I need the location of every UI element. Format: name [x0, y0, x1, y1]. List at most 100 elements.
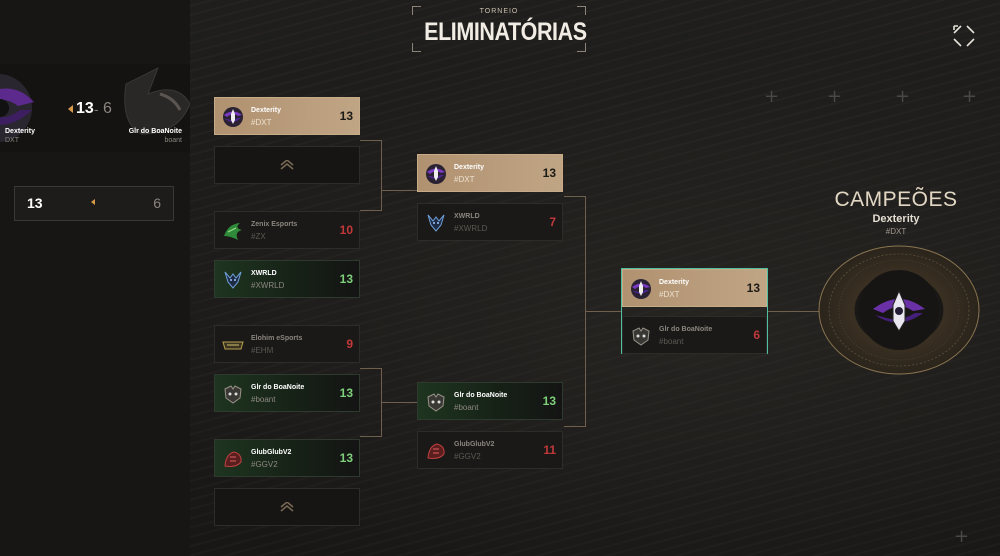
score-box-arrow-icon — [91, 199, 95, 205]
bracket-connector — [381, 402, 417, 403]
team-tag: #boant — [454, 403, 479, 412]
team-name: Zenix Esports — [251, 221, 298, 228]
team-tag: #DXT — [454, 175, 475, 184]
match-summary-card[interactable] — [0, 64, 190, 152]
champion-tag: #DXT — [885, 227, 907, 236]
zenix-logo-icon — [224, 223, 242, 240]
team-name: XWRLD — [454, 213, 480, 220]
elohim-logo-icon — [222, 341, 244, 350]
title-corner — [412, 6, 421, 15]
score-box-b: 6 — [153, 195, 161, 211]
team-score: 13 — [542, 394, 556, 408]
title-corner — [577, 43, 586, 52]
bracket-connector — [564, 196, 586, 197]
team-tag: #GGV2 — [251, 460, 278, 469]
team-tag: #boant — [659, 337, 684, 346]
team-tag: #DXT — [659, 290, 680, 299]
bracket-slot[interactable]: Elohim eSports #EHM 9 — [214, 325, 360, 363]
match-detail-panel: 13 - 6 Dexterity DXT Glr do BoaNoite boa… — [0, 0, 190, 556]
team-score: 7 — [549, 215, 556, 229]
team-tag: #DXT — [251, 118, 272, 127]
plus-decoration-icon: + — [954, 526, 970, 547]
boanoite-logo-icon — [224, 385, 242, 404]
champion-name: Dexterity — [872, 213, 920, 225]
bracket-connector — [381, 190, 417, 191]
team-name: GlubGlubV2 — [251, 449, 292, 456]
title-corner — [577, 6, 586, 15]
chevrons-up-icon — [280, 502, 294, 512]
summary-score-separator: - — [94, 101, 99, 117]
bracket-slot[interactable]: Dexterity #DXT 13 — [214, 97, 360, 135]
summary-score-a: 13 — [76, 100, 94, 117]
team-name: Dexterity — [251, 107, 281, 114]
dexterity-logo-icon — [0, 74, 34, 142]
team-score: 13 — [339, 386, 353, 400]
team-tag: #ZX — [251, 232, 266, 241]
summary-team-b-tag: boant — [164, 137, 182, 144]
team-score: 13 — [746, 281, 760, 295]
summary-team-a-name: Dexterity — [5, 128, 35, 135]
dexterity-logo-icon — [223, 107, 243, 127]
plus-decoration-icon: + — [895, 86, 911, 107]
bracket-connector — [381, 140, 382, 210]
winner-arrow-icon — [68, 105, 73, 113]
plus-decoration-icon: + — [764, 86, 780, 107]
bracket-connector — [360, 210, 382, 211]
dexterity-champion-logo-icon — [873, 289, 925, 332]
boanoite-logo-icon — [427, 393, 445, 412]
team-name: Glr do BoaNoite — [454, 392, 508, 399]
team-score: 9 — [346, 337, 353, 351]
bracket-slot[interactable]: GlubGlubV2 #GGV2 13 — [214, 439, 360, 477]
page-subtitle: TORNEIO — [479, 8, 519, 15]
summary-score-b: 6 — [103, 100, 112, 117]
team-score: 13 — [542, 166, 556, 180]
bracket-connector — [585, 311, 621, 312]
team-score: 10 — [339, 223, 353, 237]
bracket-connector — [360, 140, 382, 141]
page-title-block: TORNEIO ELIMINATÓRIAS — [412, 6, 587, 52]
chevrons-up-icon — [280, 160, 294, 170]
bracket-slot[interactable]: Glr do BoaNoite #boant 13 — [417, 382, 563, 420]
team-score: 13 — [339, 451, 353, 465]
team-name: Dexterity — [659, 279, 689, 286]
xwrld-logo-icon — [427, 214, 445, 232]
glubglub-logo-icon — [427, 443, 445, 459]
bracket-slot[interactable]: XWRLD #XWRLD 7 — [417, 203, 563, 241]
bracket-slot-empty[interactable] — [214, 146, 360, 184]
dexterity-logo-icon — [631, 279, 651, 299]
team-tag: #XWRLD — [454, 224, 488, 233]
team-tag: #EHM — [251, 346, 274, 355]
fullscreen-toggle-icon[interactable] — [952, 24, 976, 48]
team-score: 13 — [339, 272, 353, 286]
team-score: 11 — [543, 443, 556, 457]
xwrld-logo-icon — [224, 271, 242, 289]
team-tag: #GGV2 — [454, 452, 481, 461]
bracket-connector — [360, 436, 382, 437]
bracket-slot-empty[interactable] — [214, 488, 360, 526]
bracket-slot[interactable]: Dexterity #DXT 13 — [622, 269, 767, 307]
bracket-slot[interactable]: GlubGlubV2 #GGV2 11 — [417, 431, 563, 469]
champion-title: CAMPEÕES — [834, 188, 958, 211]
team-score: 6 — [753, 328, 760, 342]
team-tag: #XWRLD — [251, 281, 285, 290]
boanoite-logo-icon — [124, 66, 190, 135]
bracket-connector — [768, 311, 820, 312]
boanoite-logo-icon — [632, 327, 650, 346]
glubglub-logo-icon — [224, 451, 242, 467]
plus-decoration-icon: + — [962, 86, 978, 107]
team-name: Elohim eSports — [251, 335, 303, 342]
score-box-a: 13 — [27, 195, 43, 211]
team-score: 13 — [339, 109, 353, 123]
team-name: GlubGlubV2 — [454, 441, 495, 448]
team-tag: #boant — [251, 395, 276, 404]
page-title: ELIMINATÓRIAS — [424, 18, 587, 46]
bracket-slot[interactable]: Zenix Esports #ZX 10 — [214, 211, 360, 249]
dexterity-logo-icon — [426, 164, 446, 184]
plus-decoration-icon: + — [827, 86, 843, 107]
bracket-connector — [360, 368, 382, 369]
title-corner — [412, 43, 421, 52]
